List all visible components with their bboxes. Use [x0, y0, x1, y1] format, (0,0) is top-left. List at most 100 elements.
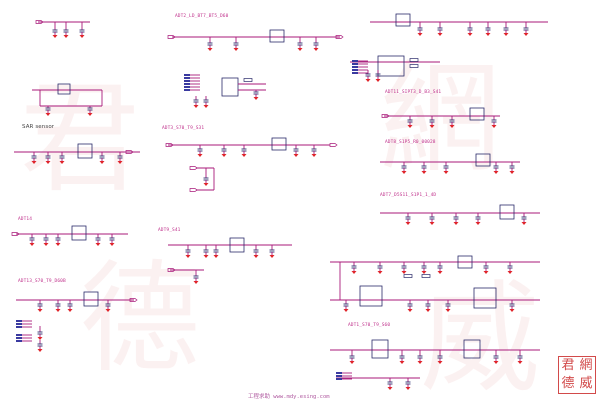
connector-pin — [184, 77, 190, 79]
ic-chip — [457, 255, 473, 269]
subcircuit-title-adt9: ADT9_S41 — [158, 228, 181, 233]
watermark-glyph: 君 — [20, 70, 140, 209]
ic-chip — [269, 29, 285, 43]
ground-symbol — [437, 271, 443, 274]
connector-pin — [16, 337, 22, 339]
connector-pin — [184, 80, 190, 82]
ground-symbol — [37, 309, 43, 312]
ic-chip — [83, 291, 99, 307]
ground-symbol — [453, 222, 459, 225]
ground-symbol — [99, 161, 105, 164]
ground-symbol — [193, 105, 199, 108]
subcircuit-title-ldo-t5: ADT3_S70_T9_S31 — [162, 126, 205, 131]
seal-glyph: 網 — [579, 358, 593, 373]
ground-symbol — [417, 33, 423, 36]
ic-chip — [57, 83, 71, 95]
ground-symbol — [311, 154, 317, 157]
connector-pin — [16, 323, 22, 325]
connector-pin — [352, 72, 358, 74]
ground-symbol — [37, 349, 43, 352]
ground-symbol — [293, 154, 299, 157]
ground-symbol — [67, 309, 73, 312]
watermark-glyph: 德 — [80, 250, 200, 389]
ground-symbol — [207, 48, 213, 51]
ic-chip — [77, 143, 93, 159]
subcircuit-title-sipt-e0: ADT8_S1P5_R0_00028 — [385, 140, 436, 145]
seal-glyph: 君 — [561, 358, 575, 373]
ground-symbol — [45, 113, 51, 116]
ground-symbol — [79, 35, 85, 38]
net-port — [35, 20, 44, 24]
resistor — [403, 274, 413, 278]
watermark-glyph: 網 — [380, 50, 500, 189]
seal-glyph: 威 — [579, 376, 593, 391]
seal-stamp: 君 網 德 威 — [558, 356, 596, 394]
ground-symbol — [55, 309, 61, 312]
net-port — [381, 114, 390, 118]
connector-pin — [16, 334, 22, 336]
connector-pin — [336, 378, 342, 380]
connector-pin — [336, 372, 342, 374]
ground-symbol — [405, 222, 411, 225]
ground-symbol — [253, 97, 259, 100]
net-port — [129, 298, 138, 302]
connector-pin — [352, 69, 358, 71]
ground-symbol — [55, 243, 61, 246]
ground-symbol — [401, 271, 407, 274]
ground-symbol — [509, 171, 515, 174]
ground-symbol — [203, 183, 209, 186]
ground-symbol — [421, 271, 427, 274]
ground-symbol — [475, 222, 481, 225]
subcircuit-title-4v-ldo: ADT2_LD_BT7_BT5_D60 — [175, 14, 229, 19]
ic-chip — [71, 225, 87, 241]
net-port — [165, 143, 174, 147]
ic-chip — [371, 339, 389, 359]
ground-symbol — [29, 243, 35, 246]
connector-pin — [16, 320, 22, 322]
resistor — [409, 64, 419, 68]
resistor — [243, 78, 253, 82]
ground-symbol — [503, 33, 509, 36]
connector-pin — [184, 74, 190, 76]
connector-pin — [184, 83, 190, 85]
ground-symbol — [203, 105, 209, 108]
ground-symbol — [485, 33, 491, 36]
net-port — [167, 35, 176, 39]
ground-symbol — [203, 255, 209, 258]
ground-symbol — [343, 309, 349, 312]
ground-symbol — [109, 243, 115, 246]
ground-symbol — [221, 154, 227, 157]
ground-symbol — [491, 125, 497, 128]
ground-symbol — [241, 154, 247, 157]
ground-symbol — [95, 243, 101, 246]
ic-chip — [475, 153, 491, 167]
connector-pin — [16, 326, 22, 328]
ground-symbol — [297, 48, 303, 51]
subcircuit-title-adt13: ADT13_S70_T9_D60B — [18, 279, 66, 284]
ic-chip — [463, 339, 481, 359]
ground-symbol — [523, 33, 529, 36]
ic-chip — [221, 77, 239, 97]
ground-symbol — [375, 79, 381, 82]
watermark: 君 網 德 威 — [20, 50, 540, 400]
ground-symbol — [445, 309, 451, 312]
ground-symbol — [443, 171, 449, 174]
subcircuit-title-sar-sensor: SAR sensor — [22, 124, 55, 130]
ground-symbol — [507, 271, 513, 274]
ground-symbol — [421, 171, 427, 174]
ground-symbol — [253, 255, 259, 258]
subcircuit-title-adt1: ADT1_S70_T9_S60 — [348, 323, 391, 328]
ground-symbol — [493, 171, 499, 174]
net-port — [125, 150, 134, 154]
net-port — [167, 268, 176, 272]
ground-symbol — [185, 255, 191, 258]
ic-chip — [499, 204, 515, 220]
connector-pin — [336, 375, 342, 377]
ground-symbol — [521, 222, 527, 225]
ground-symbol — [43, 243, 49, 246]
ground-symbol — [493, 361, 499, 364]
ground-symbol — [429, 222, 435, 225]
ic-chip — [395, 13, 411, 27]
ground-symbol — [313, 48, 319, 51]
